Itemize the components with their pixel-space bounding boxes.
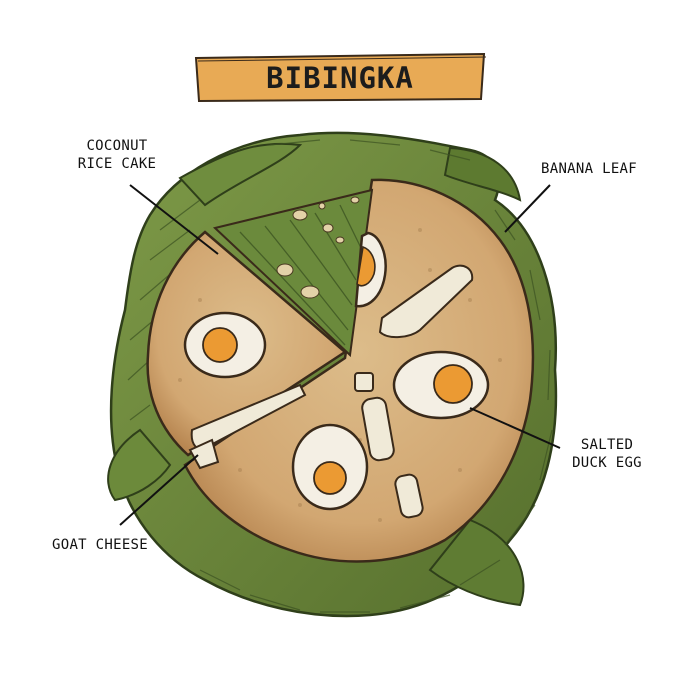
label-salted-duck-egg: SALTED DUCK EGG — [557, 436, 657, 472]
label-line: BANANA LEAF — [540, 161, 638, 177]
label-banana-leaf: BANANA LEAF — [524, 160, 654, 178]
label-line: GOAT CHEESE — [51, 537, 149, 553]
label-coconut-rice-cake: COCONUT RICE CAKE — [57, 137, 177, 173]
label-line: RICE CAKE — [77, 156, 157, 172]
page-title: BIBINGKA — [266, 61, 414, 95]
goat-cheese — [188, 264, 474, 519]
label-line: SALTED — [580, 437, 634, 453]
label-goat-cheese: GOAT CHEESE — [35, 536, 165, 554]
label-line: DUCK EGG — [572, 455, 642, 471]
label-line: COCONUT — [86, 138, 148, 154]
callout-lines — [119, 184, 561, 526]
salted-duck-egg — [183, 231, 490, 511]
title-banner — [194, 52, 487, 103]
